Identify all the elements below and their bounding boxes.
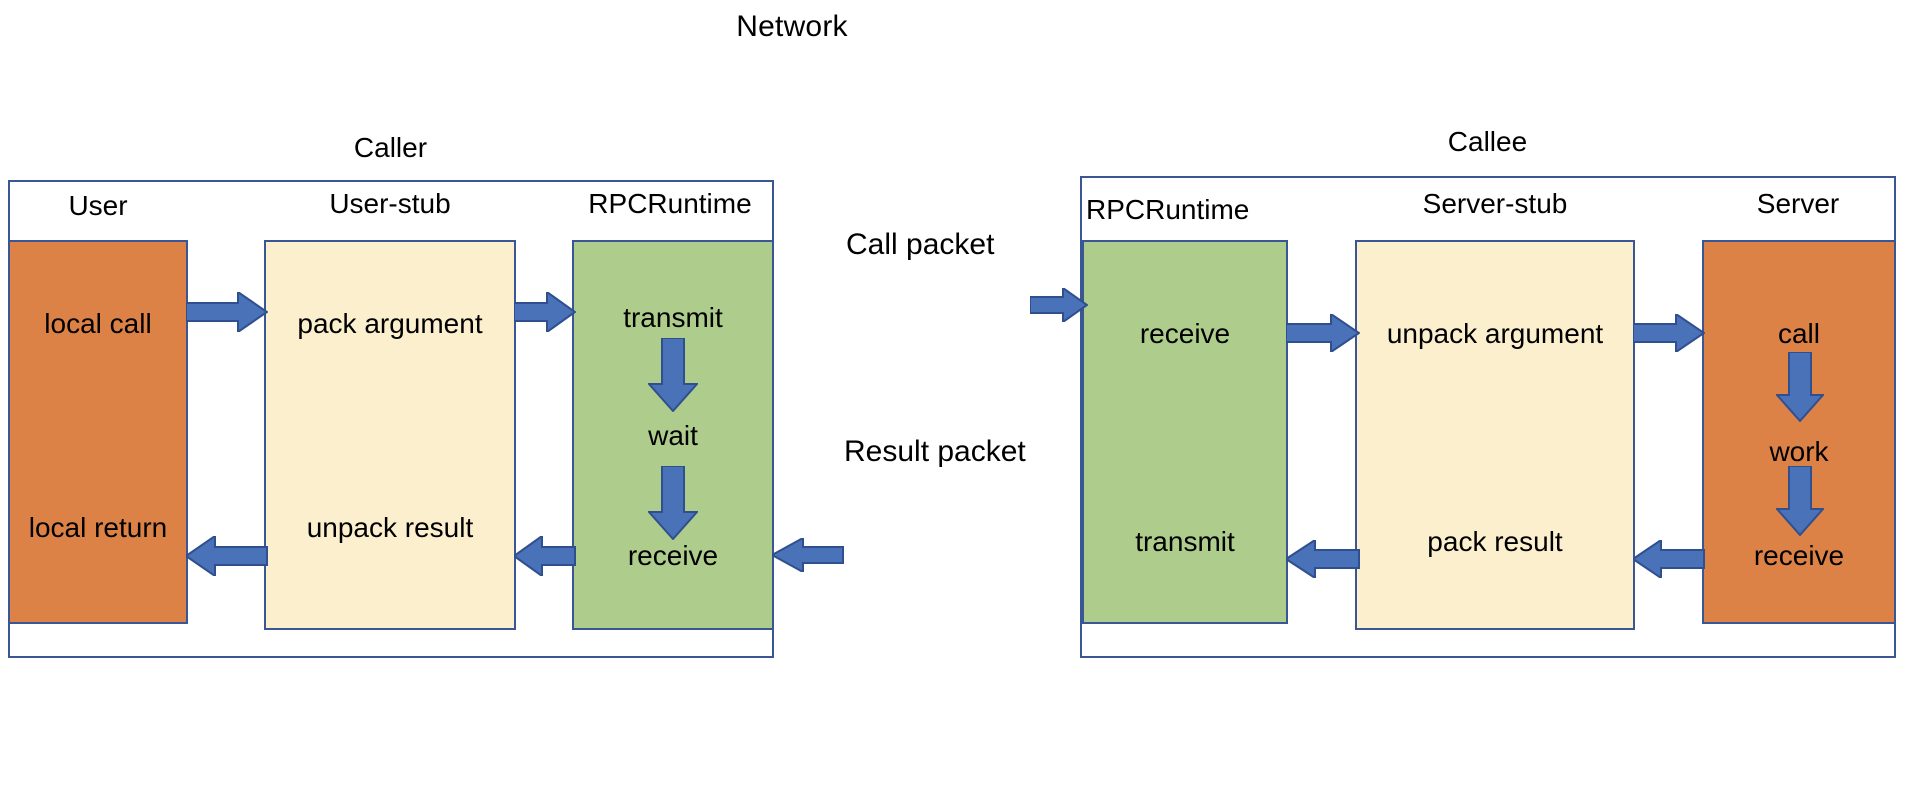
arrow-unpack-result-to-local-return xyxy=(186,536,268,576)
arrow-call-packet-to-callee-runtime xyxy=(1030,288,1088,322)
step-local-return: local return xyxy=(28,512,168,543)
step-wait: wait xyxy=(648,420,698,451)
step-server-call: call xyxy=(1777,318,1820,349)
step-local-call: local call xyxy=(44,308,152,339)
caller-column-header-user: User xyxy=(68,190,128,221)
step-unpack-argument: unpack argument xyxy=(1386,318,1604,349)
arrow-local-call-to-pack-argument xyxy=(186,292,268,332)
arrow-result-packet-to-caller-runtime xyxy=(772,538,844,572)
caller-rpcruntime-box[interactable]: transmit wait receive xyxy=(572,240,774,630)
call-packet-label: Call packet xyxy=(846,228,995,261)
step-transmit: transmit xyxy=(623,302,723,333)
step-pack-argument: pack argument xyxy=(297,308,483,339)
result-packet-label: Result packet xyxy=(844,435,1026,468)
callee-column-header-server-stub: Server-stub xyxy=(1422,188,1568,219)
callee-caption: Callee xyxy=(1447,126,1528,157)
callee-column-header-server: Server xyxy=(1756,188,1840,219)
callee-column-header-rpcruntime: RPCRuntime xyxy=(1086,194,1250,225)
step-callee-transmit: transmit xyxy=(1135,526,1235,557)
callee-server-box[interactable]: call work receive xyxy=(1702,240,1896,624)
callee-rpcruntime-box[interactable]: receive transmit xyxy=(1082,240,1288,624)
arrow-callee-receive-to-unpack-argument xyxy=(1286,314,1360,352)
arrow-receive-to-unpack-result xyxy=(514,536,576,576)
diagram-title: Network xyxy=(736,10,848,43)
caller-column-header-user-stub: User-stub xyxy=(329,188,451,219)
step-server-work: work xyxy=(1769,436,1829,467)
arrow-unpack-argument-to-server-call xyxy=(1633,314,1705,352)
arrow-server-work-to-receive xyxy=(1776,466,1824,536)
arrow-server-call-to-work xyxy=(1776,352,1824,422)
callee-server-stub-box[interactable]: unpack argument pack result xyxy=(1355,240,1635,630)
caller-caption: Caller xyxy=(353,132,428,163)
arrow-wait-to-receive xyxy=(648,466,698,540)
step-unpack-result: unpack result xyxy=(306,512,474,543)
step-receive: receive xyxy=(627,540,719,571)
step-server-receive: receive xyxy=(1753,540,1845,571)
arrow-pack-argument-to-transmit xyxy=(514,292,576,332)
step-pack-result: pack result xyxy=(1427,526,1563,557)
arrow-server-receive-to-pack-result xyxy=(1633,540,1705,578)
arrow-transmit-to-wait xyxy=(648,338,698,412)
caller-column-header-rpcruntime: RPCRuntime xyxy=(588,188,752,219)
arrow-pack-result-to-callee-transmit xyxy=(1286,540,1360,578)
caller-user-box[interactable]: local call local return xyxy=(8,240,188,624)
caller-user-stub-box[interactable]: pack argument unpack result xyxy=(264,240,516,630)
step-callee-receive: receive xyxy=(1139,318,1231,349)
